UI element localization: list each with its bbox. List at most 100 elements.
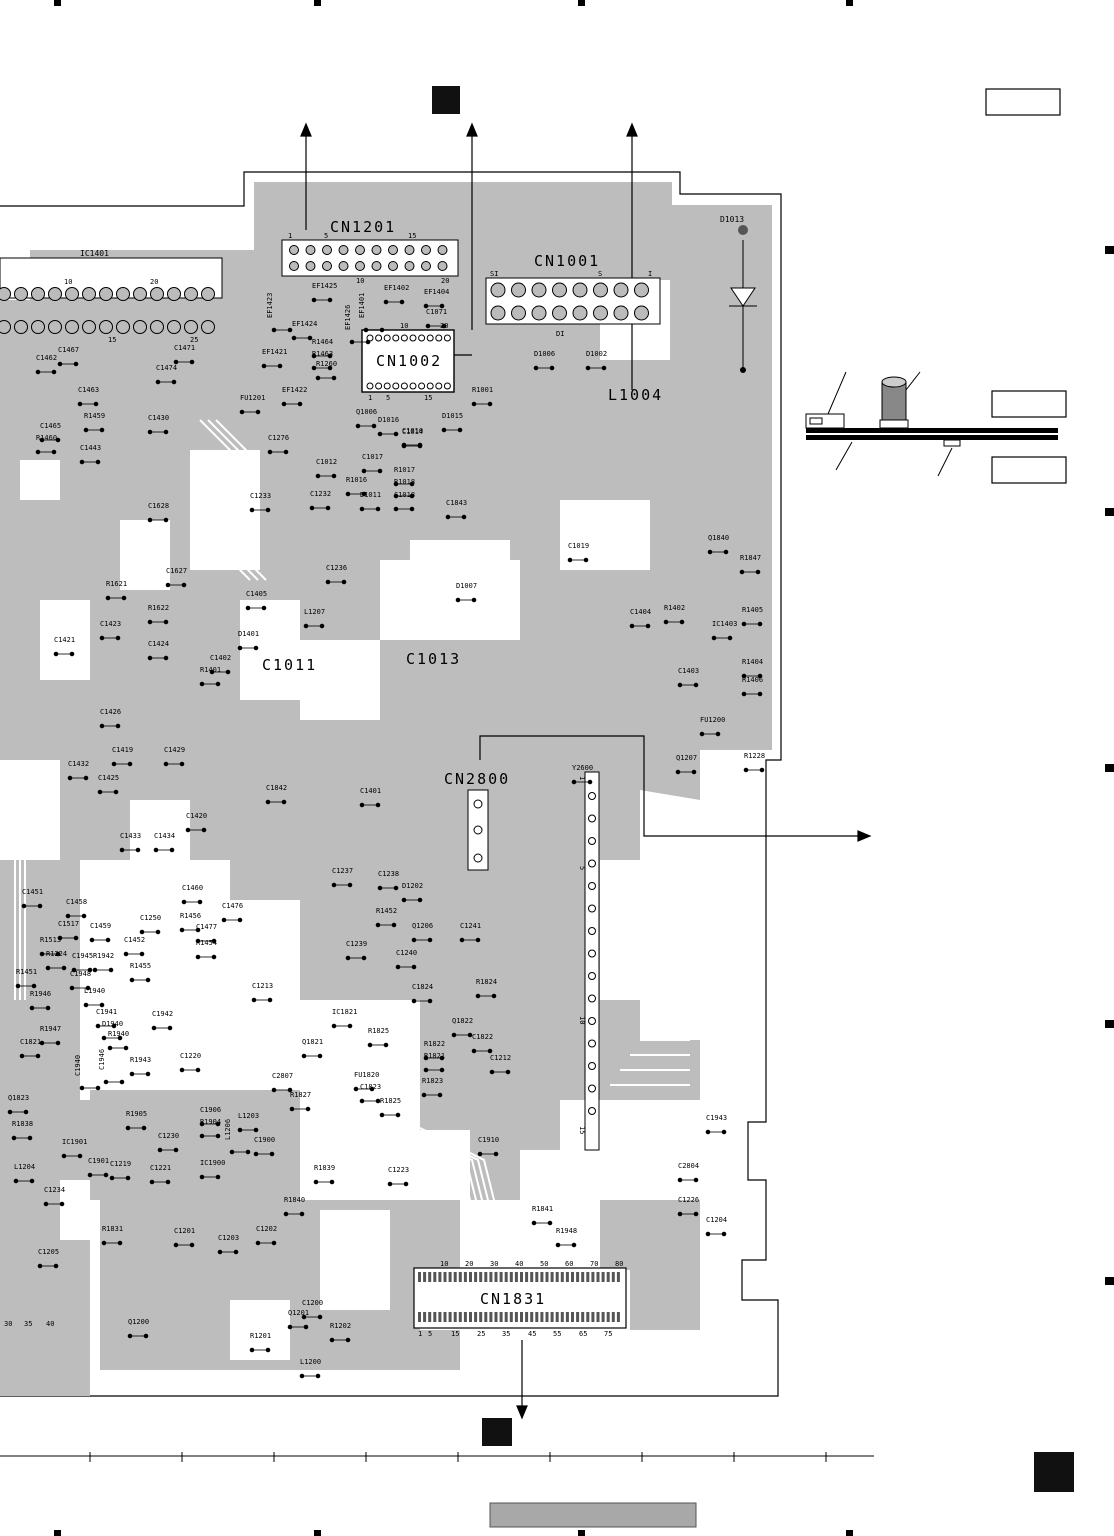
component-label: Y2600 [572,764,593,772]
component-label: EF1402 [384,284,409,292]
pin-number: 35 [502,1330,510,1338]
component-label: R1406 [742,676,763,684]
component-label: D1007 [456,582,477,590]
component-label: Q1006 [356,408,377,416]
component-label: C1940 [74,1055,82,1076]
cn2800-label: CN2800 [444,770,510,788]
component-label: C1019 [568,542,589,550]
component-label: C1250 [140,914,161,922]
component-label: C1822 [472,1033,493,1041]
pin-number: 15 [451,1330,459,1338]
component-label: C1425 [98,774,119,782]
cn1201-label: CN1201 [330,218,396,236]
component-label: Q1201 [288,1309,309,1317]
component-label: C1426 [100,708,121,716]
component-label: R1513 [40,936,61,944]
component-label: L1206 [224,1119,232,1140]
component-label: EF1424 [292,320,317,328]
component-symbols [7,297,765,1379]
component-label: D1401 [238,630,259,638]
component-label: Q1823 [8,1094,29,1102]
pin-number: 40 [46,1320,54,1328]
component-label: D1202 [402,882,423,890]
pin-number: 25 [477,1330,485,1338]
registration-ticks [54,0,1114,1536]
pin-number: 15 [578,1126,586,1134]
component-label: L1200 [300,1358,321,1366]
component-label: C1451 [22,888,43,896]
component-label: IC1403 [712,620,737,628]
component-label: D1015 [442,412,463,420]
component-label: C1474 [156,364,177,372]
component-label: EF1425 [312,282,337,290]
component-label: R1622 [148,604,169,612]
component-label: IC1901 [62,1138,87,1146]
component-label: C1236 [326,564,347,572]
component-label: C1948 [70,970,91,978]
component-label: R1940 [108,1030,129,1038]
c1013-label: C1013 [406,650,461,668]
component-label: C1430 [148,414,169,422]
ic1401-label: IC1401 [80,249,109,258]
pin-number: 1 [578,776,586,780]
component-label: R1841 [532,1205,553,1213]
component-label: C1843 [446,499,467,507]
component-label: C1239 [346,940,367,948]
component-label: C1404 [630,608,651,616]
component-label: C1443 [80,444,101,452]
component-label: R1016 [346,476,367,484]
component-label: R1460 [36,434,57,442]
component-label: R1401 [200,666,221,674]
component-label: C1945 [72,952,93,960]
pin-number: 10 [440,1260,448,1268]
component-label: C1459 [90,922,111,930]
pin-number: 10 [400,322,408,330]
pin-number: 10 [578,1016,586,1024]
component-label: FU1820 [354,1071,379,1079]
component-label: R1943 [130,1056,151,1064]
d1013-label: D1013 [720,215,744,224]
copper-areas [0,182,772,1396]
pin-number: 20 [441,277,449,285]
component-label: C1906 [200,1106,221,1114]
pin-number: 10 [64,278,72,286]
pin-number: 55 [553,1330,561,1338]
component-label: FU1200 [700,716,725,724]
component-label: C1238 [378,870,399,878]
component-label: C1017 [362,453,383,461]
component-label: C1420 [186,812,207,820]
c1011-label: C1011 [262,656,317,674]
pin-number: I [648,270,652,278]
component-label: R1831 [102,1225,123,1233]
component-label: C1477 [196,923,217,931]
pin-number: 1 [368,394,372,402]
component-label: C1401 [360,787,381,795]
pin-number: 15 [108,336,116,344]
component-label: R1404 [742,658,763,666]
component-label: EF1401 [358,293,366,318]
component-label: R1825 [368,1027,389,1035]
pin-number: 60 [565,1260,573,1268]
pin-number: 50 [540,1260,548,1268]
component-label: C1627 [166,567,187,575]
traces [0,419,690,1271]
component-label: R1942 [93,952,114,960]
component-label: L1203 [238,1112,259,1120]
component-label: C1405 [246,590,267,598]
component-label: C1212 [490,1054,511,1062]
pin-number: 5 [578,866,586,870]
cn1002-label: CN1002 [376,352,442,370]
component-label: C1219 [110,1160,131,1168]
component-label: C1821 [20,1038,41,1046]
component-label: R1402 [664,604,685,612]
component-label: C1221 [150,1164,171,1172]
component-label: EF1426 [344,305,352,330]
component-label: C1458 [66,898,87,906]
component-label: R1821 [424,1052,445,1060]
component-label: R1451 [16,968,37,976]
component-label: C1434 [154,832,175,840]
component-label: C1946 [98,1049,106,1070]
component-label: EF1422 [282,386,307,394]
component-label: L1207 [304,608,325,616]
